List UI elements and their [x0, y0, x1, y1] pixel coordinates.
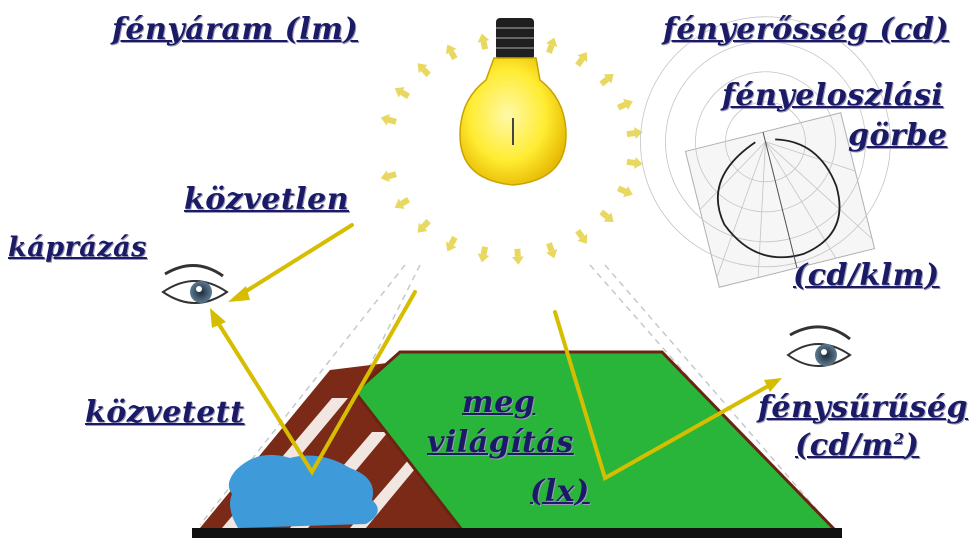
glare-label: káprázás [8, 232, 147, 263]
light-ray-arrow-icon [543, 36, 560, 55]
indirect-label: közvetett [85, 395, 245, 430]
light-ray-arrow-icon [626, 156, 643, 170]
light-ray-arrow-icon [543, 241, 560, 260]
light-ray-arrow-icon [476, 32, 491, 50]
light-ray-arrow-icon [442, 235, 460, 255]
luminance-unit-base: (cd/m [795, 428, 894, 463]
illumination-unit-label: (lx) [530, 474, 590, 509]
eye-icon [163, 265, 227, 303]
light-ray-arrow-icon [597, 207, 617, 226]
luminance-unit-label: (cd/m2) [795, 428, 919, 463]
illumination-label-1: meg [462, 385, 535, 420]
light-ray-arrow-icon [413, 59, 433, 79]
light-ray-arrow-icon [392, 194, 412, 212]
light-ray-arrow-icon [573, 227, 592, 247]
light-ray-arrow-icon [413, 217, 433, 237]
light-ray-arrow-icon [616, 183, 635, 200]
luminance-unit-exponent: 2 [894, 430, 905, 448]
light-ray-arrow-icon [597, 69, 617, 88]
distribution-curve-label-2: görbe [848, 118, 947, 153]
light-ray-arrow-icon [511, 248, 524, 265]
distribution-curve-label-1: fényeloszlási [722, 78, 943, 113]
direct-label: közvetlen [184, 182, 349, 217]
distribution-unit-label: (cd/klm) [793, 258, 940, 293]
eye-icon [788, 327, 850, 366]
light-ray-arrow-icon [476, 245, 491, 263]
luminance-unit-close: ) [905, 428, 920, 463]
light-ray-arrow-icon [379, 112, 398, 128]
light-ray-arrow-icon [573, 49, 592, 69]
luminance-label: fénysűrűség [758, 390, 968, 425]
light-ray-arrow-icon [442, 42, 460, 62]
luminous-intensity-label: fényerősség (cd) [663, 12, 949, 47]
light-ray-arrow-icon [379, 168, 398, 184]
illumination-label-2: világítás [427, 425, 574, 460]
luminous-flux-label: fényáram (lm) [112, 12, 358, 47]
floor-baseline [192, 528, 842, 538]
light-ray-arrow-icon [616, 96, 635, 113]
light-ray-arrow-icon [392, 83, 412, 101]
